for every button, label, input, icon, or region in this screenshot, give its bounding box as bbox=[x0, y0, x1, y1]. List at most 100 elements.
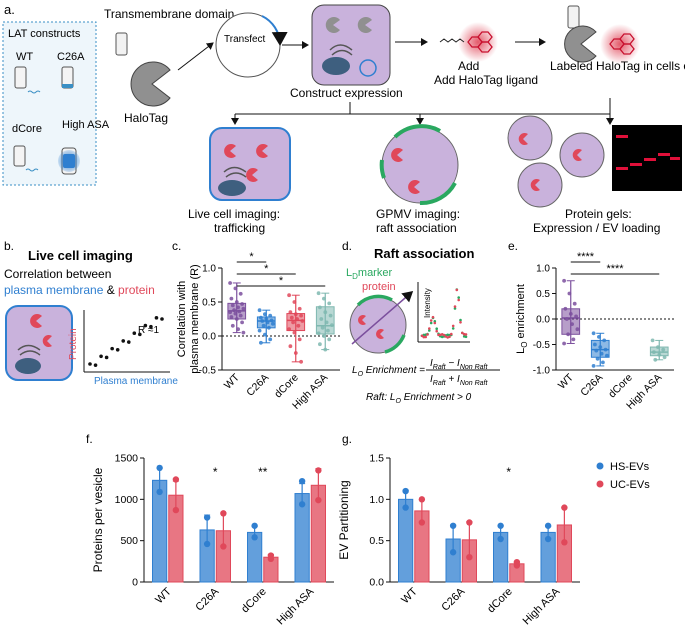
legend-marker bbox=[596, 480, 604, 488]
data-point bbox=[593, 342, 597, 347]
live-cell-label-line2: trafficking bbox=[214, 221, 265, 235]
data-point bbox=[260, 319, 265, 323]
panel-b-scatter-point bbox=[88, 362, 92, 366]
x-tick-label: dCore bbox=[239, 586, 269, 616]
data-point bbox=[203, 540, 211, 548]
y-axis-label-line: Correlation with bbox=[176, 281, 188, 357]
expression-cycle-arrow bbox=[359, 59, 377, 77]
data-point bbox=[595, 356, 600, 361]
live-cell-halotag-2 bbox=[256, 144, 268, 159]
construct-c26a-glyph bbox=[61, 66, 74, 89]
data-point bbox=[597, 335, 601, 339]
data-point bbox=[570, 322, 574, 326]
data-point bbox=[287, 327, 291, 332]
panel-d: d. Raft association LDmarker protein Int… bbox=[342, 239, 500, 405]
halotag-label: HaloTag bbox=[124, 111, 168, 125]
panel-d-protein: protein bbox=[362, 281, 396, 293]
data-point bbox=[544, 522, 552, 529]
panel-d-protein-profile-point bbox=[433, 321, 437, 325]
construct-dcore-glyph bbox=[13, 145, 39, 172]
data-point bbox=[267, 555, 275, 563]
data-point bbox=[238, 291, 243, 296]
panel-b-line1: Correlation between bbox=[4, 267, 111, 281]
panel-d-halotag bbox=[376, 329, 384, 339]
construct-wt-label: WT bbox=[16, 51, 33, 63]
y-tick-label: 0.5 bbox=[202, 298, 216, 309]
panel-d-protein-profile-point bbox=[426, 333, 429, 336]
significance-label: * bbox=[249, 251, 254, 263]
data-point bbox=[289, 315, 294, 320]
data-point bbox=[271, 321, 275, 326]
data-point bbox=[594, 348, 599, 353]
y-axis-label: Correlation withplasma membrane (R) bbox=[176, 264, 201, 373]
gels-label-line2: Expression / EV loading bbox=[533, 221, 660, 235]
data-point bbox=[653, 357, 658, 362]
panel-d-protein-profile-point bbox=[451, 324, 455, 328]
data-point bbox=[238, 313, 243, 318]
panel-d-marker-profile-point bbox=[428, 329, 431, 332]
halotag-shape bbox=[130, 61, 171, 107]
live-cell-nucleus bbox=[218, 180, 246, 196]
data-point bbox=[561, 539, 568, 546]
live-cell-er bbox=[223, 166, 247, 178]
x-tick-label: C26A bbox=[193, 585, 221, 613]
panel-d-intensity-label: Intensity bbox=[423, 288, 432, 318]
bar bbox=[152, 479, 168, 583]
x-tick-label: C26A bbox=[244, 372, 271, 399]
data-point bbox=[326, 328, 330, 333]
x-tick-label: dCore bbox=[485, 586, 515, 616]
y-tick-label: 0.0 bbox=[536, 315, 550, 326]
transmembrane-domain-shape bbox=[115, 32, 128, 56]
gpmv-label-line2: raft association bbox=[376, 221, 457, 235]
data-point bbox=[561, 504, 568, 511]
labeled-halotag-shape bbox=[564, 25, 597, 63]
panel-b-scatter-point bbox=[154, 316, 159, 320]
panel-b-protein: protein bbox=[118, 283, 155, 297]
panel-b-scatter-point bbox=[121, 339, 126, 343]
significance-label: ** bbox=[258, 465, 268, 479]
data-point bbox=[652, 350, 656, 354]
panel-a: a. LAT constructs WT C26A dCore High ASA… bbox=[2, 2, 685, 235]
data-point bbox=[591, 364, 596, 368]
panel-d-protein-profile-point bbox=[459, 321, 462, 324]
data-point bbox=[229, 296, 234, 301]
panel-b-r-label: R ≈1 bbox=[138, 325, 159, 336]
ev-2 bbox=[559, 132, 605, 178]
add-ligand-label-line1: Add bbox=[458, 59, 479, 73]
data-point bbox=[602, 338, 607, 343]
data-point bbox=[257, 308, 262, 313]
data-point bbox=[662, 355, 667, 360]
panel-d-marker-profile-point bbox=[457, 296, 461, 299]
data-point bbox=[268, 313, 273, 318]
data-point bbox=[292, 330, 297, 335]
data-point bbox=[233, 311, 238, 316]
live-cell-halotag-3 bbox=[246, 168, 258, 182]
construct-highasa-glyph bbox=[58, 147, 80, 175]
construct-dcore-label: dCore bbox=[12, 123, 42, 135]
data-point bbox=[203, 514, 211, 521]
expression-halotag-1 bbox=[325, 16, 340, 33]
data-point bbox=[299, 359, 303, 364]
panel-d-protein-profile-point bbox=[453, 305, 457, 308]
panel-b-nucleus bbox=[15, 358, 41, 374]
data-point bbox=[156, 488, 163, 496]
data-point bbox=[230, 323, 235, 328]
expression-cell bbox=[311, 4, 391, 86]
panel-d-protein-profile-point bbox=[461, 331, 464, 335]
gel-band bbox=[658, 153, 670, 156]
labeled-label-text: Labeled HaloTag in cells or EVs bbox=[550, 59, 685, 73]
data-point bbox=[661, 347, 666, 352]
data-point bbox=[220, 543, 227, 550]
panel-b-amp: & bbox=[103, 283, 118, 297]
panel-d-protein-profile-point bbox=[442, 333, 446, 337]
y-axis-label-part: L bbox=[515, 348, 527, 354]
transfect-label: Transfect bbox=[224, 34, 266, 45]
data-point bbox=[257, 328, 262, 333]
data-point bbox=[603, 347, 608, 352]
data-point bbox=[251, 534, 258, 541]
gel-band bbox=[644, 158, 656, 161]
y-axis-label-sub: O bbox=[520, 342, 529, 348]
y-tick-label: 1000 bbox=[115, 494, 139, 506]
panel-b-scatter-point bbox=[149, 324, 153, 329]
